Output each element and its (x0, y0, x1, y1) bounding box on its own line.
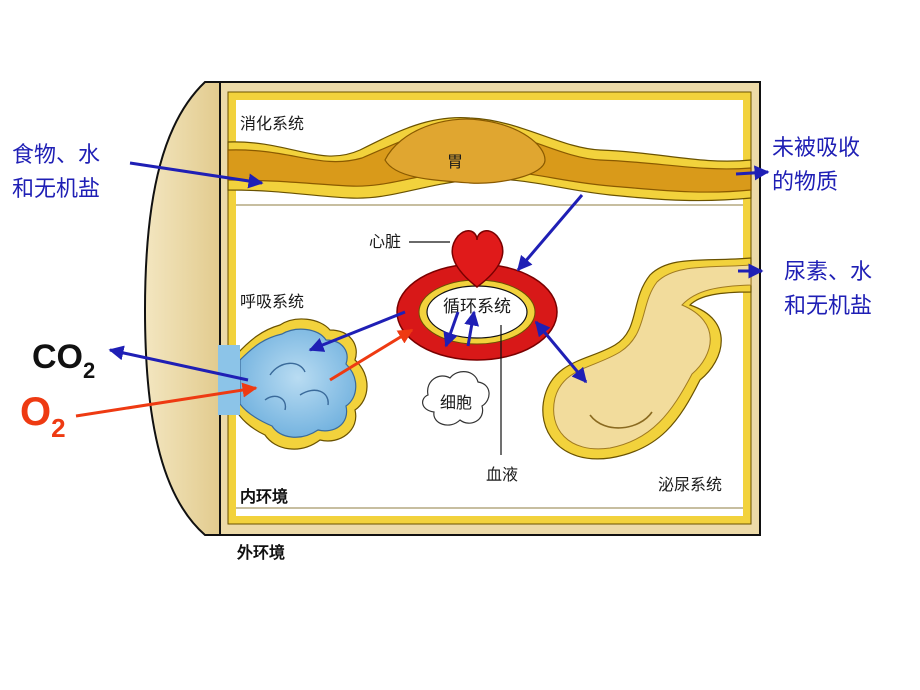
internal-environment-label: 内环境 (240, 487, 288, 506)
o2-label: O2 (20, 390, 66, 443)
co2-label: CO2 (32, 338, 95, 383)
airway-opening (218, 345, 240, 415)
stomach-label: 胃 (447, 152, 463, 171)
unabsorbed-line2: 的物质 (772, 170, 838, 195)
arrow-food-in (129, 161, 264, 189)
arrow-absorption (516, 194, 584, 272)
heart-shape (451, 230, 504, 288)
urinary-detail (589, 411, 653, 429)
urinary-system-label: 泌尿系统 (658, 475, 722, 494)
arrow-o2-to-blood (329, 328, 414, 382)
urea-water-salt-line1: 尿素、水 (784, 260, 872, 285)
respiratory-system-label: 呼吸系统 (240, 292, 304, 311)
arrow-o2-in (75, 382, 258, 418)
body-outline (143, 81, 221, 536)
digestive-system-label: 消化系统 (240, 114, 304, 133)
arrow-lung-co2-out (108, 345, 249, 382)
lung-detail (264, 362, 329, 411)
circulatory-system-label: 循环系统 (443, 297, 511, 317)
blood-label: 血液 (486, 465, 518, 484)
external-environment-label: 外环境 (236, 543, 285, 562)
arrow-blood-to-cell-1 (443, 311, 460, 348)
cell-shape (422, 371, 490, 426)
food-water-salt-line1: 食物、水 (12, 143, 100, 168)
stomach-shape (384, 118, 546, 184)
urinary-organ (553, 264, 752, 450)
lung-shape (239, 328, 357, 438)
arrow-unabsorbed-out (735, 165, 770, 181)
heart-label: 心脏 (369, 232, 401, 251)
arrow-cell-to-blood (464, 310, 480, 347)
urea-water-salt-line2: 和无机盐 (784, 294, 872, 319)
cell-label: 细胞 (440, 393, 472, 412)
arrow-kidney-exchange (534, 320, 588, 384)
food-water-salt-line2: 和无机盐 (12, 177, 100, 202)
unabsorbed-line1: 未被吸收 (772, 136, 860, 161)
arrow-blood-to-lung (308, 310, 406, 352)
